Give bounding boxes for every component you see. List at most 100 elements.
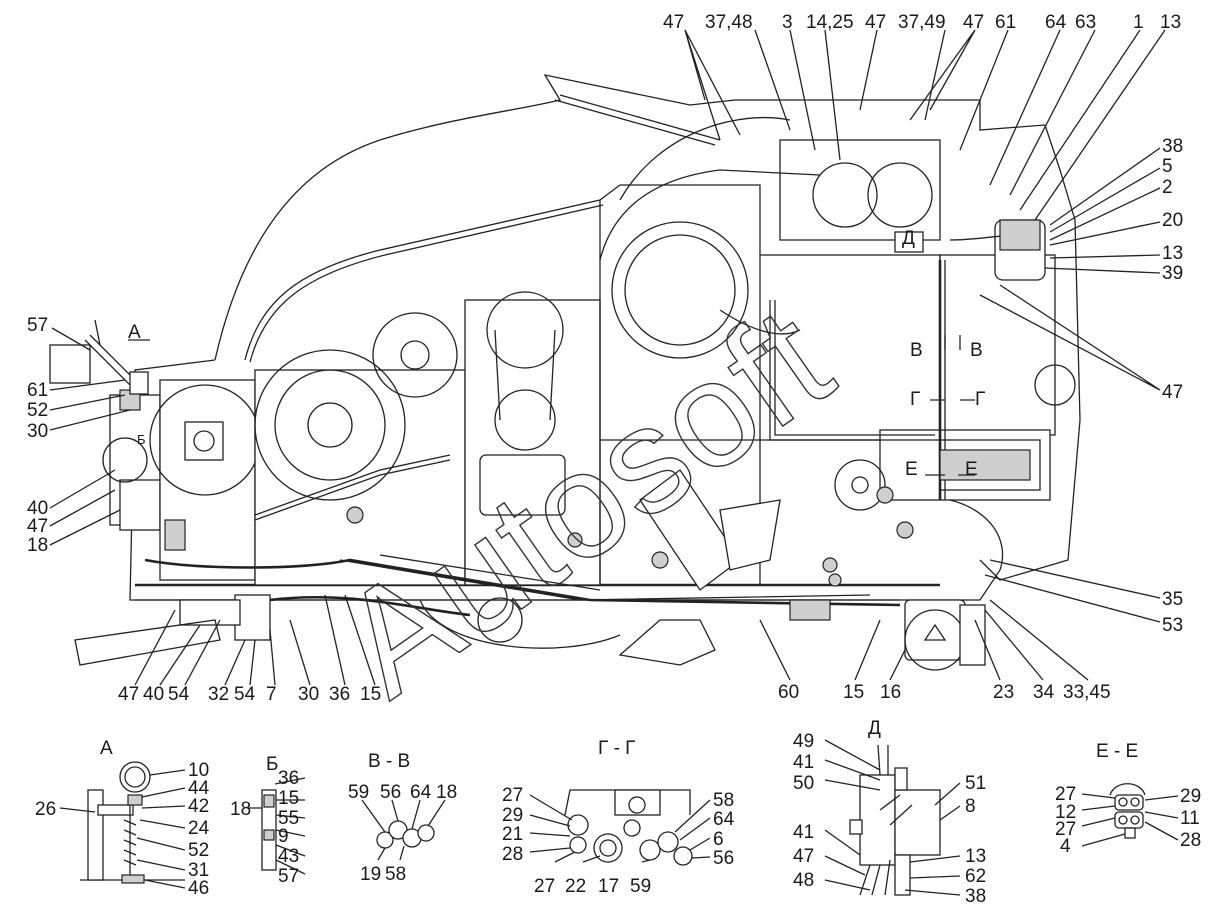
detail-d-label-11: 38 xyxy=(965,886,986,907)
callout-top-4: 14,25 xyxy=(806,12,854,33)
callouts-bottom: 47 40 54 32 54 7 30 36 15 60 15 16 23 34… xyxy=(118,682,1111,705)
detail-gg-label-10: 22 xyxy=(565,876,586,897)
callout-bottom-4: 32 xyxy=(208,684,229,705)
detail-ee-label-2: 12 xyxy=(1055,802,1076,823)
callout-right-9: 53 xyxy=(1162,615,1183,636)
detail-gg-title: Г - Г xyxy=(598,738,635,759)
detail-vv-label-4: 18 xyxy=(436,782,457,803)
detail-b-label-2: 15 xyxy=(278,788,299,809)
callout-left-5: 40 xyxy=(27,498,48,519)
machine-drawing xyxy=(49,74,1081,671)
detail-d: Д 49 41 50 51 8 41 47 48 13 62 38 xyxy=(793,718,986,907)
callout-right-4: 20 xyxy=(1162,210,1183,231)
detail-b-label-6: 43 xyxy=(278,846,299,867)
detail-a: А 10 44 26 42 24 52 31 46 xyxy=(35,738,210,899)
detail-gg-label-9: 27 xyxy=(534,876,555,897)
detail-a-label-1: 10 xyxy=(188,760,209,781)
detail-gg-label-5: 58 xyxy=(713,790,734,811)
callout-bottom-7: 30 xyxy=(298,684,319,705)
detail-d-label-9: 13 xyxy=(965,846,986,867)
detail-a-label-8: 46 xyxy=(188,878,209,899)
detail-a-label-3: 26 xyxy=(35,799,56,820)
section-mark-v-right: В xyxy=(970,340,983,361)
detail-d-label-3: 50 xyxy=(793,773,814,794)
callout-top-6: 37,49 xyxy=(898,12,946,33)
detail-d-title: Д xyxy=(868,718,881,739)
callout-left-4: 30 xyxy=(27,421,48,442)
callout-top-11: 1 xyxy=(1133,12,1144,33)
section-mark-e-left: Е xyxy=(905,459,918,480)
detail-ee-label-6: 11 xyxy=(1180,808,1200,829)
leader-lines xyxy=(49,29,1166,686)
detail-a-label-4: 42 xyxy=(188,796,209,817)
detail-d-label-10: 62 xyxy=(965,866,986,887)
section-mark-a: А xyxy=(128,322,141,343)
detail-a-label-6: 52 xyxy=(188,840,209,861)
callout-right-8: 35 xyxy=(1162,589,1183,610)
callout-right-5: 13 xyxy=(1162,243,1183,264)
callout-top-1: 47 xyxy=(663,12,684,33)
detail-vv-label-5: 19 xyxy=(360,864,381,885)
callouts-top: 47 37,48 3 14,25 47 37,49 47 61 64 63 1 … xyxy=(663,12,1181,33)
section-mark-g-right: Г xyxy=(975,389,985,410)
callout-bottom-12: 16 xyxy=(880,682,901,703)
detail-gg-label-4: 28 xyxy=(502,844,523,865)
detail-gg-label-3: 21 xyxy=(502,824,523,845)
detail-b-label-4: 55 xyxy=(278,808,299,829)
detail-gg-label-7: 6 xyxy=(713,829,724,850)
callout-bottom-9: 15 xyxy=(360,684,381,705)
detail-d-label-4: 51 xyxy=(965,773,986,794)
detail-b-label-7: 57 xyxy=(278,866,299,887)
detail-vv-label-1: 59 xyxy=(348,782,369,803)
callout-left-3: 52 xyxy=(27,400,48,421)
callout-left-2: 61 xyxy=(27,380,48,401)
section-mark-g-left: Г xyxy=(910,389,920,410)
detail-b-label-1: 36 xyxy=(278,768,299,789)
callout-bottom-11: 15 xyxy=(843,682,864,703)
callout-top-10: 63 xyxy=(1075,12,1096,33)
detail-gg: Г - Г 27 29 21 28 58 64 6 56 27 22 17 59 xyxy=(502,738,735,897)
callout-right-3: 2 xyxy=(1162,177,1173,198)
section-mark-e-right: Е xyxy=(965,459,978,480)
detail-d-label-7: 47 xyxy=(793,846,814,867)
detail-vv-title: В - В xyxy=(368,751,410,772)
callout-right-6: 39 xyxy=(1162,263,1183,284)
callout-bottom-3: 54 xyxy=(168,684,190,705)
detail-gg-label-2: 29 xyxy=(502,805,523,826)
detail-gg-label-11: 17 xyxy=(598,876,619,897)
callout-bottom-13: 23 xyxy=(993,682,1014,703)
section-mark-d: Д xyxy=(902,228,915,249)
detail-a-label-2: 44 xyxy=(188,778,210,799)
callout-top-3: 3 xyxy=(782,12,793,33)
detail-ee-title: Е - Е xyxy=(1096,741,1138,762)
callouts-left: 57 61 52 30 40 47 18 xyxy=(27,315,48,556)
callout-bottom-15: 33,45 xyxy=(1063,682,1111,703)
detail-a-label-7: 31 xyxy=(188,860,209,881)
detail-d-label-5: 8 xyxy=(965,796,976,817)
section-mark-v-left: В xyxy=(910,340,923,361)
detail-a-label-5: 24 xyxy=(188,818,210,839)
callout-bottom-14: 34 xyxy=(1033,682,1055,703)
callout-bottom-5: 54 xyxy=(234,684,256,705)
detail-gg-label-1: 27 xyxy=(502,785,523,806)
callout-top-7: 47 xyxy=(963,12,984,33)
callout-left-7: 18 xyxy=(27,535,48,556)
callout-right-2: 5 xyxy=(1162,156,1173,177)
detail-gg-label-6: 64 xyxy=(713,809,735,830)
callout-left-6: 47 xyxy=(27,516,48,537)
callout-top-2: 37,48 xyxy=(705,12,753,33)
detail-ee-label-1: 27 xyxy=(1055,784,1076,805)
callouts-right: 38 5 2 20 13 39 47 35 53 xyxy=(1162,136,1183,636)
detail-vv-label-2: 56 xyxy=(380,782,401,803)
callout-top-9: 64 xyxy=(1045,12,1067,33)
detail-d-label-6: 41 xyxy=(793,822,814,843)
callout-top-8: 61 xyxy=(995,12,1016,33)
callout-bottom-1: 47 xyxy=(118,684,139,705)
detail-a-title: А xyxy=(100,738,113,759)
detail-b-title: Б xyxy=(266,754,278,775)
callout-bottom-10: 60 xyxy=(778,682,799,703)
detail-d-label-1: 49 xyxy=(793,731,814,752)
detail-ee-label-5: 29 xyxy=(1180,786,1201,807)
detail-ee-label-3: 27 xyxy=(1055,819,1076,840)
